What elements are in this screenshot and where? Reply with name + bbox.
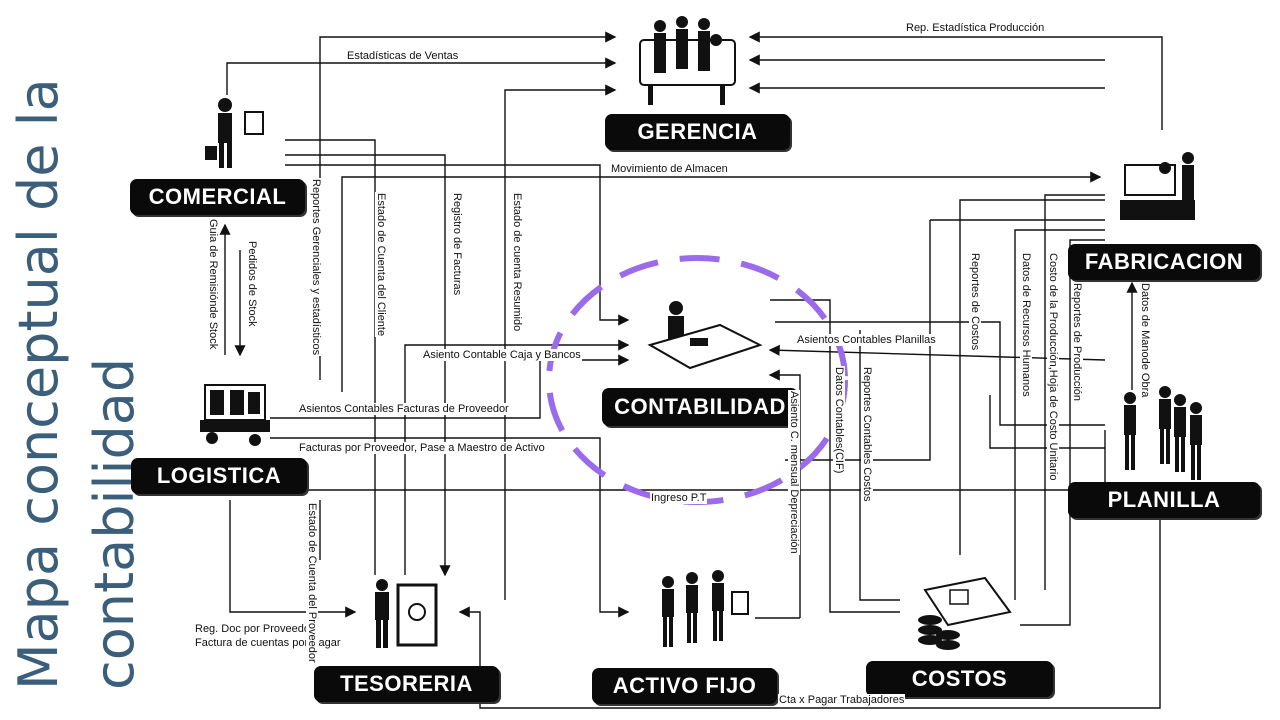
label-reportes-gerenciales: Reportes Gerenciales y estadísticos bbox=[310, 178, 322, 357]
coins-icon bbox=[918, 576, 1012, 650]
safe-icon bbox=[375, 579, 438, 648]
label-reg-doc-proveedor: Reg. Doc por Proveedor, bbox=[194, 623, 318, 635]
label-cta-pagar-trabajadores: Cta x Pagar Trabajadores bbox=[778, 694, 906, 706]
salesman-icon bbox=[205, 98, 264, 168]
node-contabilidad: CONTABILIDAD bbox=[602, 388, 798, 426]
node-tesoreria: TESORERIA bbox=[314, 666, 499, 702]
label-datos-rrhh: Datos de Recursos Humanos bbox=[1020, 252, 1032, 398]
label-asiento-caja-bancos: Asiento Contable Caja y Bancos bbox=[422, 349, 582, 361]
label-datos-contables-cif: Datos Contables(CIF) bbox=[833, 366, 845, 475]
meeting-icon bbox=[639, 16, 736, 105]
label-asientos-facturas-proveedor: Asientos Contables Facturas de Proveedor bbox=[298, 403, 510, 415]
node-planilla: PLANILLA bbox=[1068, 482, 1260, 518]
forklift-icon bbox=[200, 384, 270, 446]
label-factura-cuentas-pagar: Factura de cuentas por Pagar bbox=[194, 637, 342, 649]
label-asiento-mensual-depreciacion: Asiento C. mensual Depreciación bbox=[788, 390, 800, 555]
node-logistica: LOGISTICA bbox=[131, 458, 307, 494]
label-pedidos-stock: Pedidos de Stock bbox=[246, 240, 258, 328]
label-asientos-planillas: Asientos Contables Planillas bbox=[796, 334, 937, 346]
label-costo-produccion: Costo de la Producción,Hoja de Costo Uni… bbox=[1047, 252, 1059, 482]
label-registro-facturas: Registro de Facturas bbox=[451, 192, 463, 297]
accountant-icon bbox=[647, 301, 763, 370]
label-datos-mano-obra: Datos de Manode Obra bbox=[1139, 282, 1151, 399]
node-activo-fijo: ACTIVO FIJO bbox=[592, 668, 777, 704]
label-reportes-produccion: Reportes de Producción bbox=[1071, 282, 1083, 403]
label-estado-cuenta-cliente: Estado de Cuenta del Cliente bbox=[375, 192, 387, 338]
assets-icon bbox=[662, 570, 749, 647]
label-guia-remision: Guia de Remisiónde Stock bbox=[207, 218, 219, 351]
label-rep-estadistica: Rep. Estadística Producción bbox=[905, 22, 1046, 34]
factory-icon bbox=[1120, 152, 1195, 220]
node-fabricacion: FABRICACION bbox=[1068, 244, 1260, 280]
node-costos: COSTOS bbox=[866, 661, 1053, 697]
label-reportes-costos: Reportes de Costos bbox=[969, 252, 981, 352]
label-ingreso-pt: Ingreso P.T bbox=[650, 492, 708, 504]
label-estado-cuenta-resumido: Estado de cuenta Resumido bbox=[511, 192, 523, 333]
node-comercial: COMERCIAL bbox=[130, 179, 305, 215]
label-reportes-contables-costos: Reportes Contables Costos bbox=[861, 366, 873, 503]
label-facturas-proveedor: Facturas por Proveedor, Pase a Maestro d… bbox=[298, 442, 546, 454]
label-estado-cuenta-proveedor: Estado de Cuenta del Proveedor bbox=[306, 502, 318, 664]
node-gerencia: GERENCIA bbox=[605, 114, 790, 150]
label-estadisticas-ventas: Estadísticas de Ventas bbox=[346, 50, 460, 62]
workers-icon bbox=[1124, 386, 1202, 480]
label-movimiento-almacen: Movimiento de Almacen bbox=[610, 163, 729, 175]
